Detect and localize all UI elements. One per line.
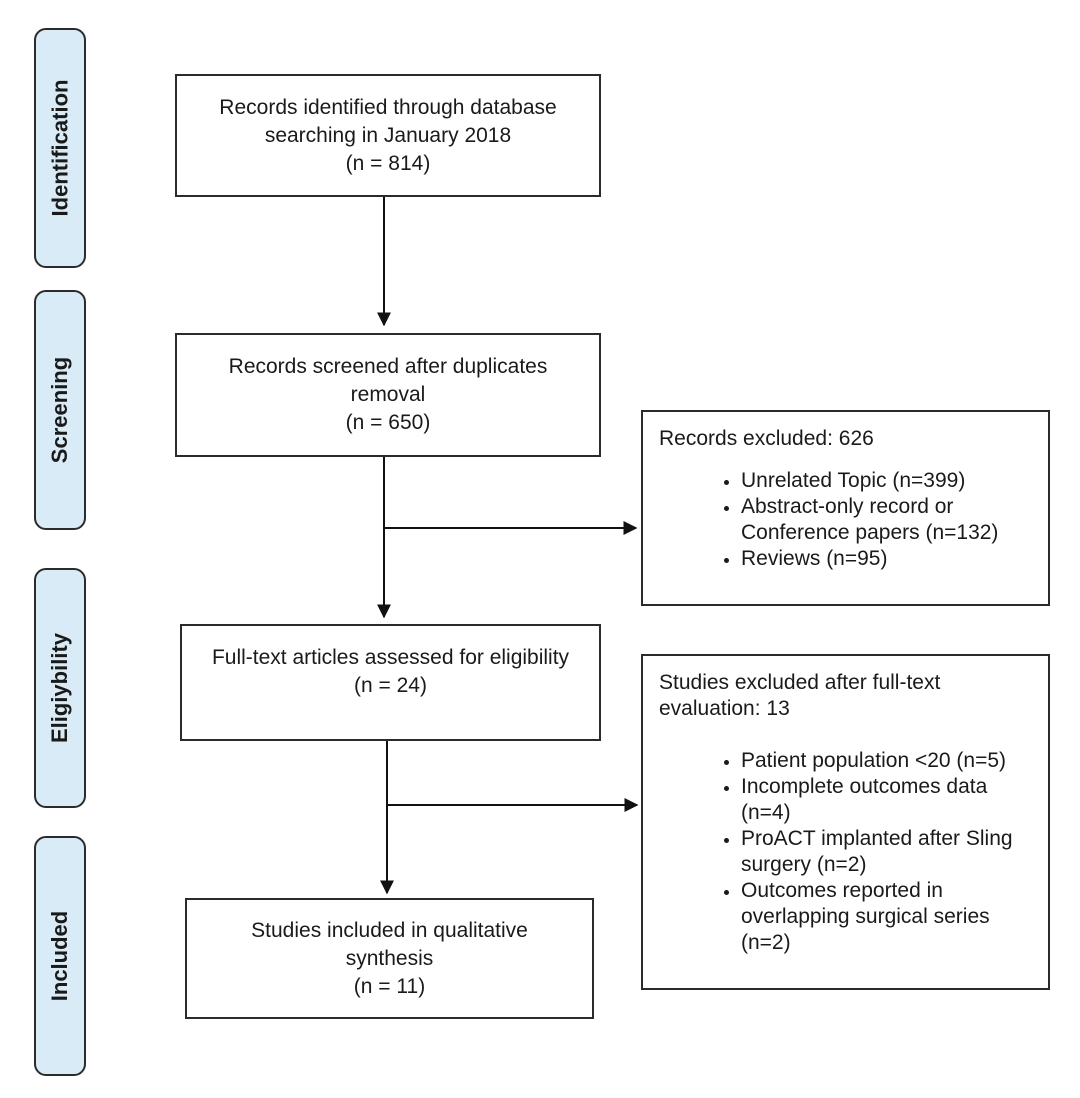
stage-identification: Identification	[34, 28, 86, 268]
box-records-excluded: Records excluded: 626 Unrelated Topic (n…	[641, 410, 1050, 606]
studies-excluded-item: Incomplete outcomes data (n=4)	[741, 774, 1032, 826]
records-screened-count: (n = 650)	[345, 411, 431, 434]
records-excluded-title: Records excluded: 626	[659, 427, 874, 450]
studies-excluded-list: Patient population <20 (n=5) Incomplete …	[659, 748, 1032, 956]
box-fulltext-assessed: Full-text articles assessed for eligibil…	[180, 624, 601, 741]
studies-excluded-item: Patient population <20 (n=5)	[741, 748, 1032, 774]
studies-excluded-item: Outcomes reported in overlapping surgica…	[741, 878, 1032, 956]
fulltext-assessed-count: (n = 24)	[354, 674, 427, 697]
studies-included-line2: synthesis	[345, 946, 434, 970]
records-identified-line2: searching in January 2018	[264, 123, 512, 147]
records-excluded-item: Unrelated Topic (n=399)	[741, 468, 1032, 494]
records-identified-count: (n = 814)	[345, 151, 431, 175]
records-screened-line2: removal	[350, 383, 426, 406]
box-records-screened: Records screened after duplicates remova…	[175, 333, 601, 457]
studies-excluded-item: ProACT implanted after Sling surgery (n=…	[741, 826, 1032, 878]
box-records-identified: Records identified through database sear…	[175, 74, 601, 197]
studies-included-line1: Studies included in qualitative	[251, 918, 528, 942]
records-excluded-list: Unrelated Topic (n=399) Abstract-only re…	[659, 468, 1032, 572]
studies-included-count: (n = 11)	[353, 974, 426, 998]
records-excluded-item: Reviews (n=95)	[741, 546, 1032, 572]
box-studies-included: Studies included in qualitative synthesi…	[185, 898, 594, 1019]
stage-eligibility: Eligiybility	[34, 568, 86, 808]
studies-excluded-title: Studies excluded after full-text evaluat…	[659, 671, 941, 720]
records-screened-line1: Records screened after duplicates	[228, 355, 548, 378]
box-studies-excluded: Studies excluded after full-text evaluat…	[641, 654, 1050, 990]
stage-screening: Screening	[34, 290, 86, 530]
fulltext-assessed-line1: Full-text articles assessed for eligibil…	[211, 646, 570, 669]
records-excluded-item: Abstract-only record or Conference paper…	[741, 494, 1032, 546]
stage-included: Included	[34, 836, 86, 1076]
records-identified-line1: Records identified through database	[219, 95, 557, 119]
